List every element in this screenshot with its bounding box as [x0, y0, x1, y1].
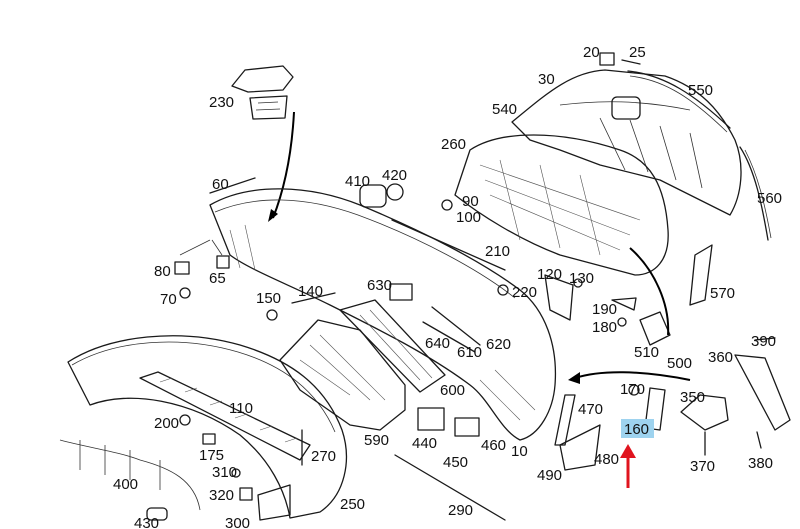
part-260-drawing [454, 134, 669, 276]
label-490[interactable]: 490 [537, 467, 562, 484]
part-600-drawing [339, 299, 446, 393]
label-190[interactable]: 190 [592, 301, 617, 318]
label-510[interactable]: 510 [634, 344, 659, 361]
label-80[interactable]: 80 [154, 263, 171, 280]
arrow-350 [574, 371, 691, 381]
label-460[interactable]: 460 [481, 437, 506, 454]
label-90[interactable]: 90 [462, 193, 479, 210]
part-110-drawing [139, 371, 311, 461]
label-170[interactable]: 170 [620, 381, 645, 398]
label-60[interactable]: 60 [212, 176, 229, 193]
label-250[interactable]: 250 [340, 496, 365, 513]
leader-80-65 [179, 239, 223, 256]
label-420[interactable]: 420 [382, 167, 407, 184]
label-25[interactable]: 25 [629, 44, 646, 61]
label-110[interactable]: 110 [229, 400, 253, 417]
arrow-230 [272, 111, 295, 219]
part-20-25-drawing [599, 52, 641, 66]
label-230[interactable]: 230 [209, 94, 234, 111]
label-390[interactable]: 390 [751, 333, 776, 350]
part-labels: 20 25 30 550 540 560 260 420 410 90 100 … [113, 44, 782, 529]
label-320[interactable]: 320 [209, 487, 234, 504]
label-120[interactable]: 120 [537, 266, 562, 283]
part-590-drawing [279, 319, 406, 431]
label-220[interactable]: 220 [512, 284, 537, 301]
label-610[interactable]: 610 [457, 344, 482, 361]
label-640[interactable]: 640 [425, 335, 450, 352]
small-parts [59, 177, 791, 521]
label-400[interactable]: 400 [113, 476, 138, 493]
label-630[interactable]: 630 [367, 277, 392, 294]
label-470[interactable]: 470 [578, 401, 603, 418]
red-arrow-head [620, 444, 636, 458]
label-200[interactable]: 200 [154, 415, 179, 432]
part-10-drawing [209, 188, 557, 441]
label-70[interactable]: 70 [160, 291, 177, 308]
label-500[interactable]: 500 [667, 355, 692, 372]
part-250-drawing [67, 335, 348, 519]
label-570[interactable]: 570 [710, 285, 735, 302]
label-30[interactable]: 30 [538, 71, 555, 88]
label-300[interactable]: 300 [225, 515, 250, 529]
label-550[interactable]: 550 [688, 82, 713, 99]
label-20[interactable]: 20 [583, 44, 600, 61]
label-440[interactable]: 440 [412, 435, 437, 452]
arrow-230-head [268, 209, 278, 222]
arrow-500 [629, 247, 670, 336]
label-180[interactable]: 180 [592, 319, 617, 336]
label-100[interactable]: 100 [456, 209, 481, 226]
part-540-drawing [511, 69, 742, 216]
part-230-drawing [231, 65, 294, 120]
label-410[interactable]: 410 [345, 173, 370, 190]
label-130[interactable]: 130 [569, 270, 594, 287]
label-450[interactable]: 450 [443, 454, 468, 471]
highlight-160 [621, 419, 654, 438]
label-270[interactable]: 270 [311, 448, 336, 465]
label-380[interactable]: 380 [748, 455, 773, 472]
label-350[interactable]: 350 [680, 389, 705, 406]
label-540[interactable]: 540 [492, 101, 517, 118]
label-590[interactable]: 590 [364, 432, 389, 449]
label-210[interactable]: 210 [485, 243, 510, 260]
label-600[interactable]: 600 [440, 382, 465, 399]
label-370[interactable]: 370 [690, 458, 715, 475]
label-65[interactable]: 65 [209, 270, 226, 287]
label-620[interactable]: 620 [486, 336, 511, 353]
arrow-350-head [568, 372, 580, 384]
label-175[interactable]: 175 [199, 447, 224, 464]
label-310[interactable]: 310 [212, 464, 237, 481]
label-480[interactable]: 480 [594, 451, 619, 468]
label-260[interactable]: 260 [441, 136, 466, 153]
label-360[interactable]: 360 [708, 349, 733, 366]
label-290[interactable]: 290 [448, 502, 473, 519]
label-10[interactable]: 10 [511, 443, 528, 460]
label-150[interactable]: 150 [256, 290, 281, 307]
label-140[interactable]: 140 [298, 283, 323, 300]
label-430[interactable]: 430 [134, 515, 159, 529]
label-160[interactable]: 160 [624, 421, 649, 438]
part-560-drawing [739, 146, 772, 241]
part-550-drawing [627, 70, 731, 133]
label-560[interactable]: 560 [757, 190, 782, 207]
